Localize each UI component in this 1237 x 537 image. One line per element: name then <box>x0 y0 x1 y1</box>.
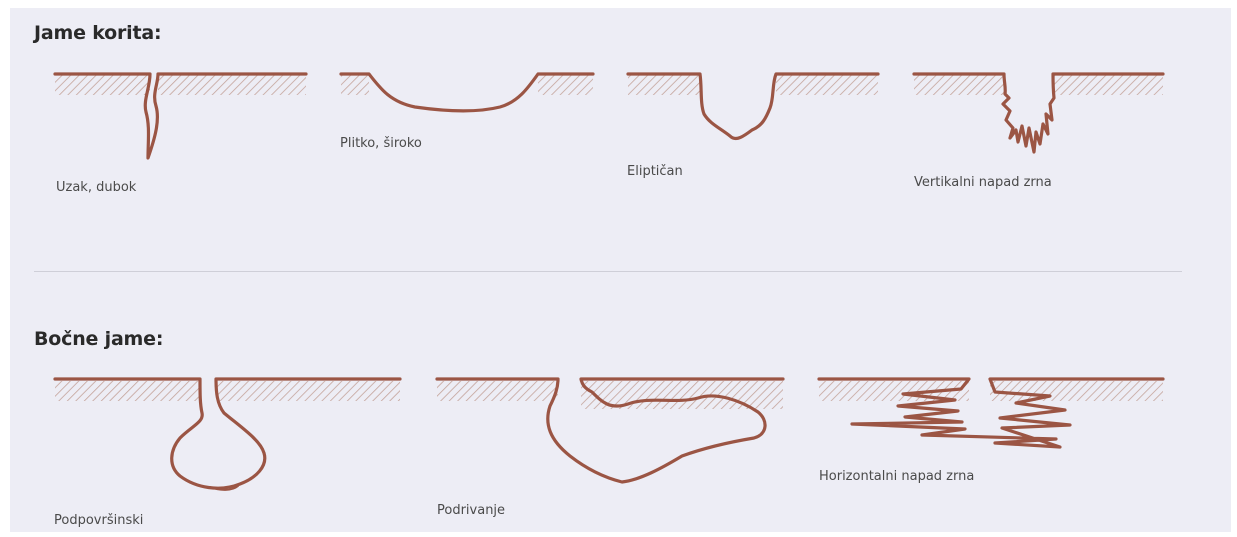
horizontal-grain-attack-diagram <box>819 379 1163 447</box>
caption-narrow-deep: Uzak, dubok <box>56 180 136 195</box>
caption-vertical-grain-attack: Vertikalni napad zrna <box>914 175 1052 190</box>
elliptical-pit-diagram <box>628 74 878 138</box>
caption-undercut: Podrivanje <box>437 503 505 518</box>
caption-subsurface: Podpovršinski <box>54 513 143 528</box>
subsurface-pit-diagram <box>55 379 400 490</box>
undercut-pit-diagram <box>437 379 783 482</box>
trough-pits-title: Jame korita: <box>34 22 161 44</box>
section-divider <box>34 271 1182 272</box>
pit-diagrams <box>10 8 1231 532</box>
caption-elliptical: Eliptičan <box>627 164 683 179</box>
pit-types-panel: Jame korita: Uzak, dubok Plitko, široko … <box>10 8 1231 532</box>
caption-horizontal-grain-attack: Horizontalni napad zrna <box>819 469 974 484</box>
shallow-wide-pit-diagram <box>341 74 593 111</box>
side-pits-title: Bočne jame: <box>34 328 163 350</box>
vertical-grain-attack-diagram <box>914 74 1163 152</box>
narrow-deep-pit-diagram <box>55 74 306 158</box>
caption-shallow-wide: Plitko, široko <box>340 136 422 151</box>
